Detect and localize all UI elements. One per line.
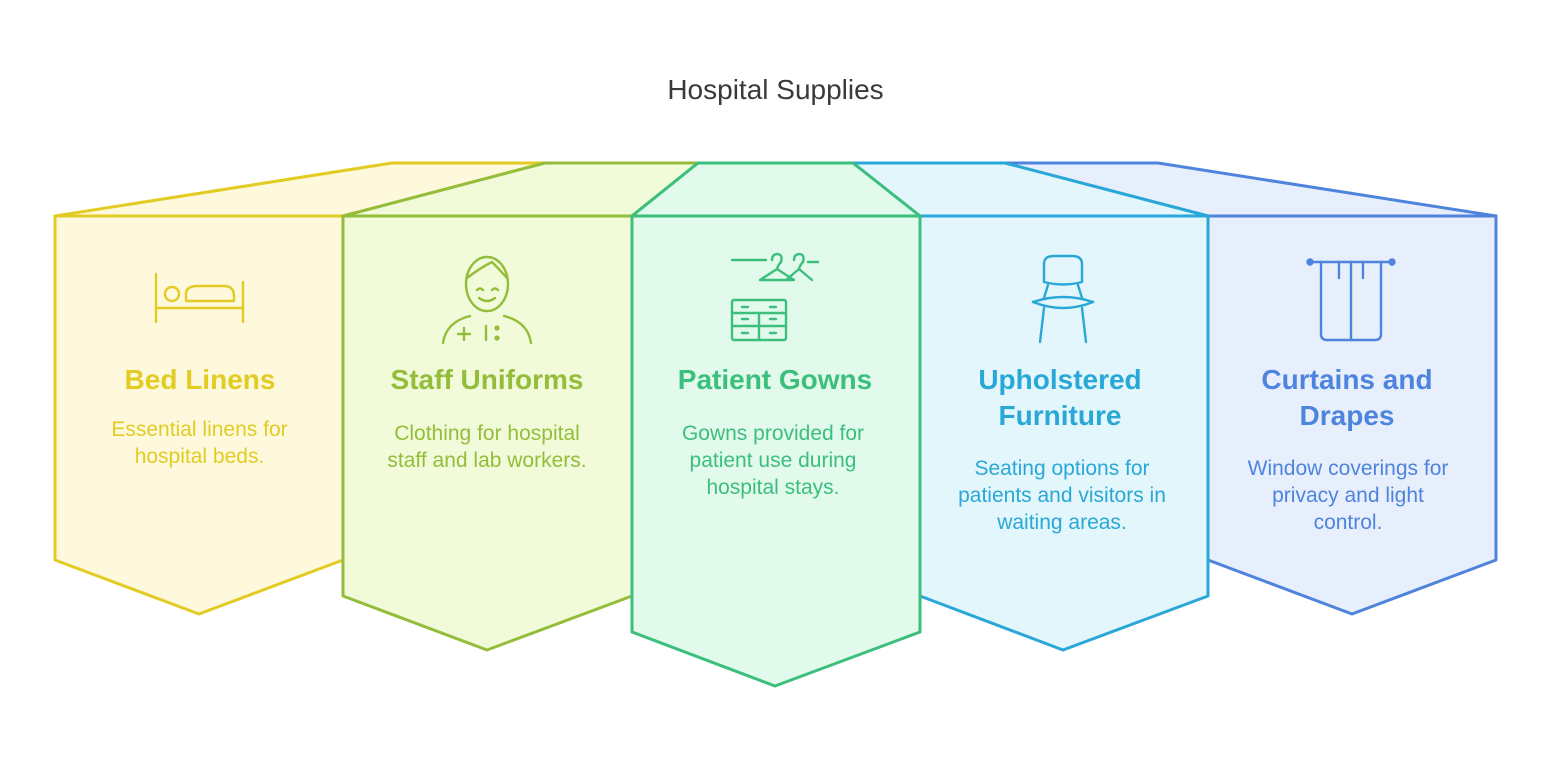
upholstered-furniture-description: Seating options for patients and visitor… — [958, 457, 1166, 534]
staff-uniforms-panel — [341, 214, 634, 652]
patient-gowns-heading: Patient Gowns — [677, 364, 873, 395]
staff-uniforms-heading: Staff Uniforms — [390, 364, 584, 395]
patient-gowns-description: Gowns provided for patient use during ho… — [681, 422, 865, 499]
bed-linens-panel — [53, 214, 345, 616]
upholstered-furniture-heading: Upholstered Furniture — [978, 364, 1142, 431]
diagram-title: Hospital Supplies — [667, 74, 884, 105]
staff-uniforms-description: Clothing for hospital staff and lab work… — [387, 422, 587, 472]
curtains-drapes-description: Window coverings for privacy and light c… — [1247, 457, 1449, 534]
patient-gowns-panel — [630, 214, 922, 688]
curtains-drapes-heading: Curtains and Drapes — [1261, 364, 1433, 431]
bed-linens-description: Essential linens for hospital beds. — [111, 418, 288, 468]
bed-linens-heading: Bed Linens — [124, 364, 276, 395]
